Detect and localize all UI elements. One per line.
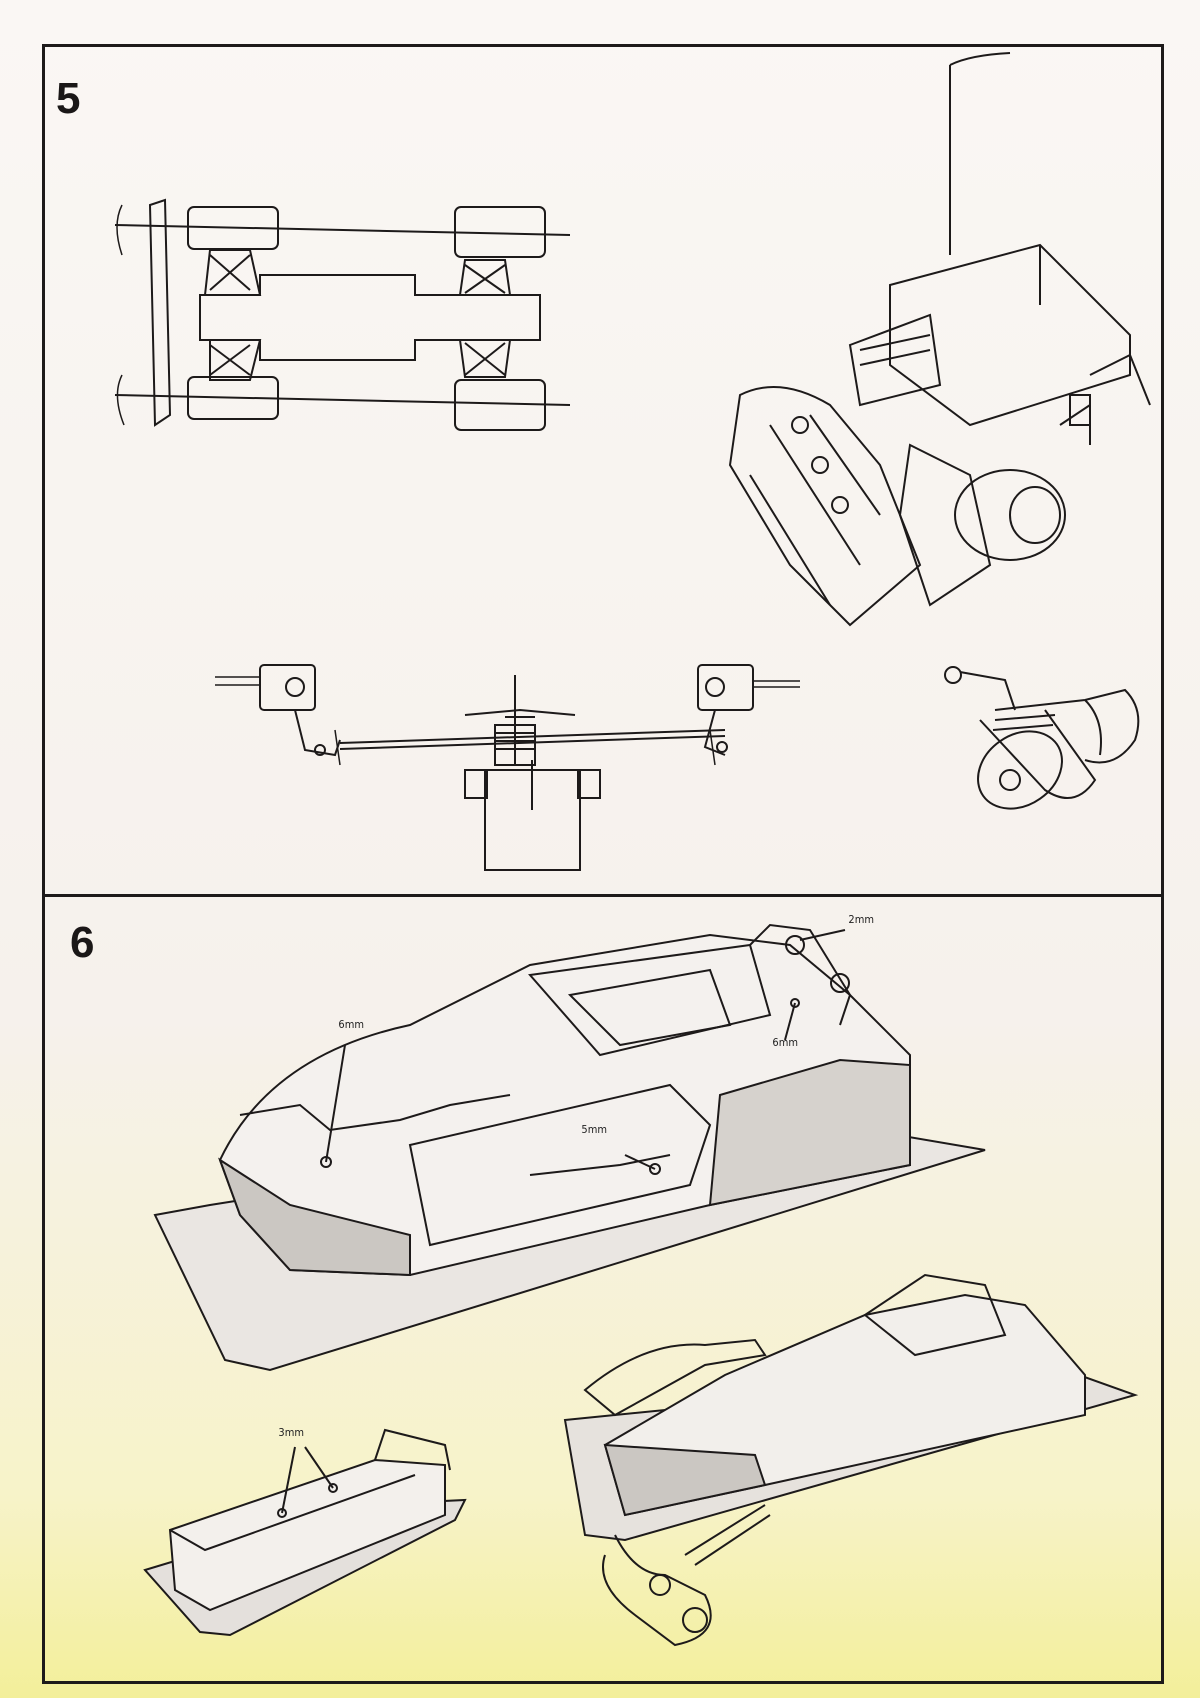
callout-2mm: 2mm bbox=[848, 913, 875, 926]
chassis-top-view-icon bbox=[110, 195, 590, 435]
chassis-perspective-icon bbox=[710, 45, 1170, 635]
rear-wing-icon bbox=[145, 1410, 470, 1640]
step-number-5: 5 bbox=[56, 74, 81, 123]
servo-icon bbox=[455, 760, 615, 875]
callout-6mm-right: 6mm bbox=[772, 1036, 799, 1049]
body-shell-icon bbox=[150, 915, 990, 1375]
page-frame bbox=[42, 44, 1164, 1684]
callout-3mm: 3mm bbox=[278, 1426, 305, 1439]
step-divider bbox=[42, 894, 1164, 897]
hand-scissors-icon bbox=[565, 1255, 1135, 1650]
step-number-6: 6 bbox=[70, 918, 95, 967]
motor-icon bbox=[935, 660, 1150, 830]
steering-linkage-icon bbox=[215, 655, 855, 865]
callout-5mm: 5mm bbox=[581, 1123, 608, 1136]
callout-6mm-left: 6mm bbox=[338, 1018, 365, 1031]
